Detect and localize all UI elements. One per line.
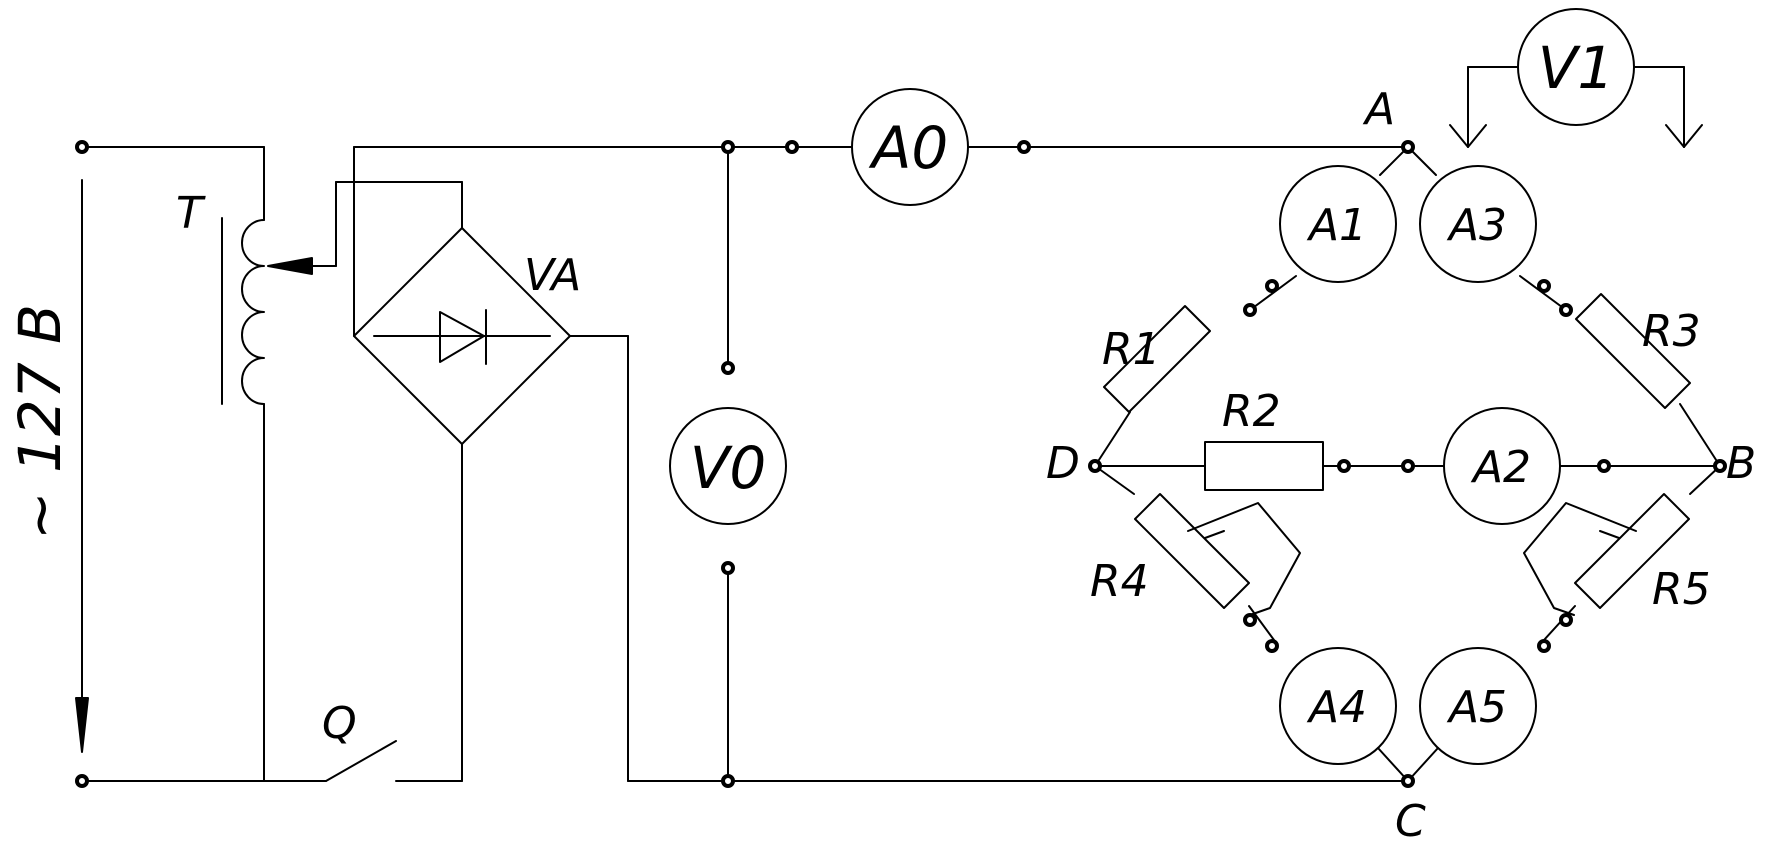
- a0-branch: [727, 88, 1409, 206]
- node-a-label: A: [1362, 84, 1395, 135]
- rectifier-label: VA: [524, 250, 581, 301]
- voltage-label: ~ 127 В: [6, 304, 74, 540]
- ammeter-a3-label: A3: [1446, 200, 1507, 251]
- resistor-r5-label: R5: [1652, 564, 1711, 615]
- switch-label: Q: [322, 698, 357, 749]
- transformer-label: T: [176, 188, 206, 239]
- transformer: [221, 181, 463, 405]
- ammeter-a5-label: A5: [1446, 682, 1507, 733]
- bridge-arm-ad: [1094, 146, 1409, 467]
- node-d-label: D: [1046, 438, 1080, 489]
- node-b-label: B: [1726, 438, 1756, 489]
- voltage-arrow: [75, 179, 89, 753]
- resistor-r2-label: R2: [1222, 386, 1281, 437]
- ammeter-a1-label: A1: [1306, 200, 1367, 251]
- bridge-arm-ab: [1407, 146, 1721, 467]
- terminals: [75, 140, 1727, 788]
- ammeter-a2-label: A2: [1470, 442, 1531, 493]
- voltmeter-v0-label: V0: [690, 434, 767, 502]
- v1-arrows: [1449, 8, 1703, 148]
- bridge-arm-db: [1094, 407, 1721, 525]
- resistor-r4-label: R4: [1090, 556, 1149, 607]
- bridge-arm-dc: [1094, 465, 1409, 782]
- resistor-r3-label: R3: [1642, 306, 1701, 357]
- ammeter-a0-label: A0: [868, 114, 949, 182]
- node-c-label: C: [1395, 796, 1426, 844]
- supply-wires: [81, 146, 327, 782]
- v0-branch: [669, 146, 787, 782]
- ammeter-a4-label: A4: [1306, 682, 1367, 733]
- rectifier-bridge: [353, 146, 1409, 782]
- voltmeter-v1-label: V1: [1538, 34, 1615, 102]
- resistor-r1-label: R1: [1102, 324, 1161, 375]
- switch-q: [325, 740, 397, 782]
